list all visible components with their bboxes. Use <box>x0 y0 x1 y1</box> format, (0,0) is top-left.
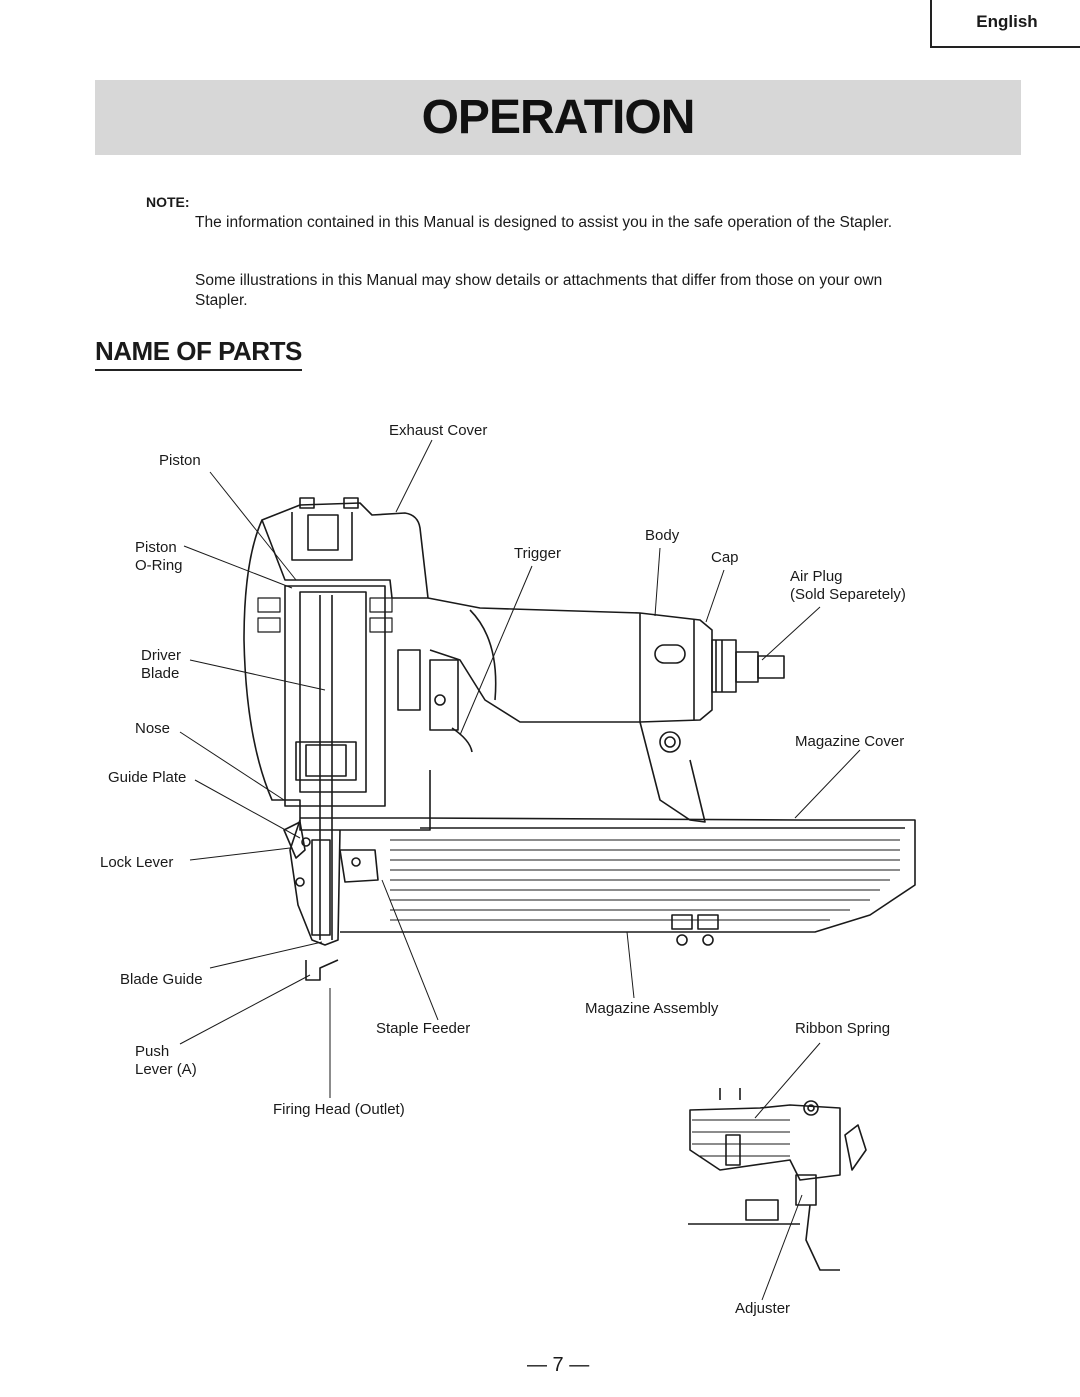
label-staple-feeder: Staple Feeder <box>376 1020 471 1037</box>
note-paragraph-2: Some illustrations in this Manual may sh… <box>195 272 883 309</box>
label-trigger: Trigger <box>514 545 561 562</box>
label-exhaust-cover: Exhaust Cover <box>389 422 488 439</box>
label-piston: Piston <box>159 452 201 469</box>
label-firing-head: Firing Head (Outlet) <box>273 1101 405 1118</box>
label-nose: Nose <box>135 720 171 737</box>
label-ribbon-spring: Ribbon Spring <box>795 1020 891 1037</box>
label-lock-lever: Lock Lever <box>100 854 174 871</box>
label-push-lever: Push Lever (A) <box>135 1043 197 1078</box>
label-driver-blade: Driver Blade <box>141 647 181 682</box>
label-guide-plate: Guide Plate <box>108 769 187 786</box>
section-title: NAME OF PARTS <box>95 336 302 371</box>
label-air-plug: Air Plug (Sold Separetely) <box>790 568 906 603</box>
label-blade-guide: Blade Guide <box>120 971 203 988</box>
label-piston-oring: Piston O-Ring <box>135 539 183 574</box>
page-number: — 7 — <box>527 1354 590 1376</box>
page-title: OPERATION <box>421 91 696 144</box>
title-banner: OPERATION <box>95 80 1021 155</box>
label-cap: Cap <box>711 549 739 566</box>
note-heading: NOTE: <box>146 194 190 210</box>
label-adjuster: Adjuster <box>735 1300 791 1317</box>
label-magazine-cover: Magazine Cover <box>795 733 905 750</box>
language-tab: English <box>930 0 1080 48</box>
note-paragraph-1: The information contained in this Manual… <box>195 214 893 231</box>
label-magazine-assembly: Magazine Assembly <box>585 1000 719 1017</box>
label-body: Body <box>645 527 680 544</box>
